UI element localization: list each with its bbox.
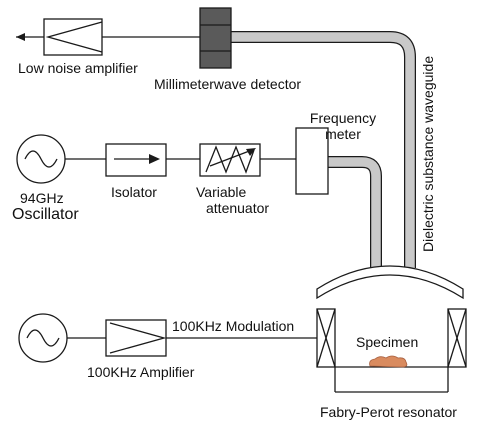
specimen-sample [369,355,408,368]
oscillator-100khz [18,313,106,363]
frequency-meter [295,127,329,195]
specimen-label: Specimen [356,334,419,350]
low-noise-amplifier [16,18,200,56]
frequency-meter-label-line1: Frequency [309,110,377,126]
frequency-meter-waveguide [328,156,382,268]
variable-attenuator-label-line2: attenuator [206,200,270,216]
oscillator-frequency-label: 94GHz [20,190,64,206]
curved-mirror [316,265,464,300]
modulation-label: 100KHz Modulation [172,318,295,334]
dielectric-waveguide-label: Dielectric substance waveguide [420,55,436,252]
amplifier-100khz-label: 100KHz Amplifier [87,364,195,380]
fabry-perot-label: Fabry-Perot resonator [320,404,457,420]
variable-attenuator [199,143,296,177]
right-modulation-coil [447,308,467,368]
flat-mirror [334,366,449,393]
isolator [105,143,200,177]
isolator-label: Isolator [111,184,157,200]
oscillator-label: Oscillator [12,206,79,223]
low-noise-amplifier-label: Low noise amplifier [18,60,138,76]
frequency-meter-label-line2: meter [325,126,361,142]
frequency-meter-label: Frequency meter [300,110,386,142]
variable-attenuator-label-line1: Variable [196,184,247,200]
left-modulation-coil [316,308,336,368]
oscillator-94ghz [16,134,106,184]
millimeterwave-detector-label: Millimeterwave detector [154,76,302,92]
millimeterwave-detector [199,7,232,69]
amplifier-100khz [105,319,317,357]
dielectric-waveguide [230,31,416,268]
variable-attenuator-label: Variable attenuator [196,184,269,216]
